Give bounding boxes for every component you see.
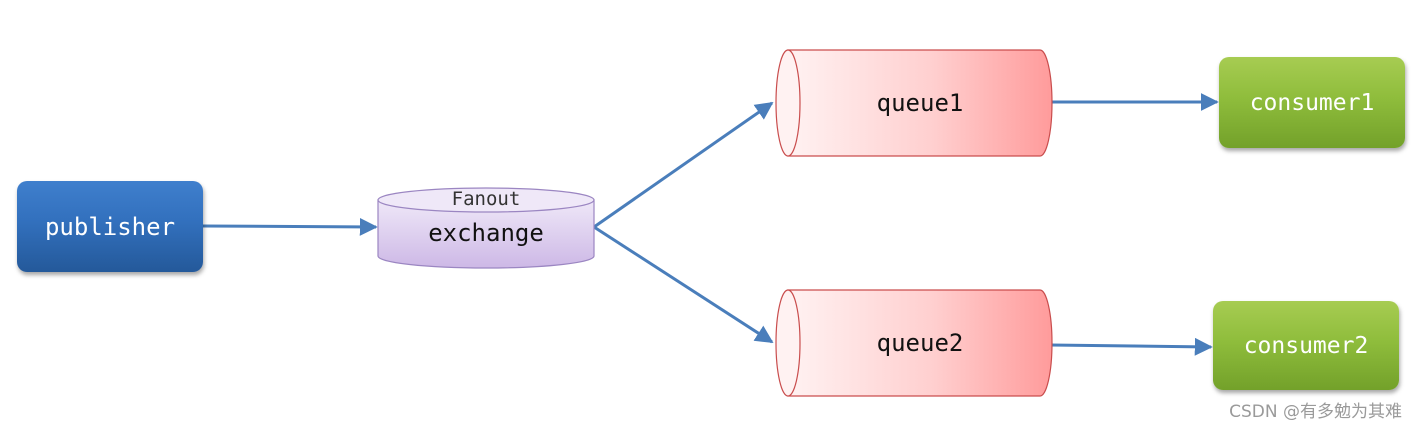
edge-publisher-to-exchange bbox=[202, 217, 378, 236]
queue1-cylinder bbox=[775, 49, 1053, 157]
queue1-label: queue1 bbox=[876, 89, 964, 117]
watermark-text: CSDN @有多勉为其难 bbox=[1229, 402, 1402, 422]
queue2-cylinder bbox=[775, 289, 1053, 397]
queue2-label: queue2 bbox=[876, 329, 964, 357]
consumer2-node: consumer2 bbox=[1213, 301, 1399, 390]
edge-queue2-to-consumer2 bbox=[1049, 337, 1213, 356]
consumer1-label: consumer1 bbox=[1249, 89, 1375, 116]
publisher-node: publisher bbox=[17, 181, 203, 272]
consumer2-label: consumer2 bbox=[1243, 332, 1369, 359]
exchange-type-label: Fanout bbox=[451, 188, 521, 210]
consumer1-node: consumer1 bbox=[1219, 57, 1405, 148]
edge-exchange-to-queue2 bbox=[593, 225, 774, 344]
edge-exchange-to-queue1 bbox=[593, 101, 774, 229]
exchange-cylinder bbox=[377, 187, 595, 269]
publisher-label: publisher bbox=[44, 212, 176, 241]
exchange-label: exchange bbox=[428, 219, 544, 247]
